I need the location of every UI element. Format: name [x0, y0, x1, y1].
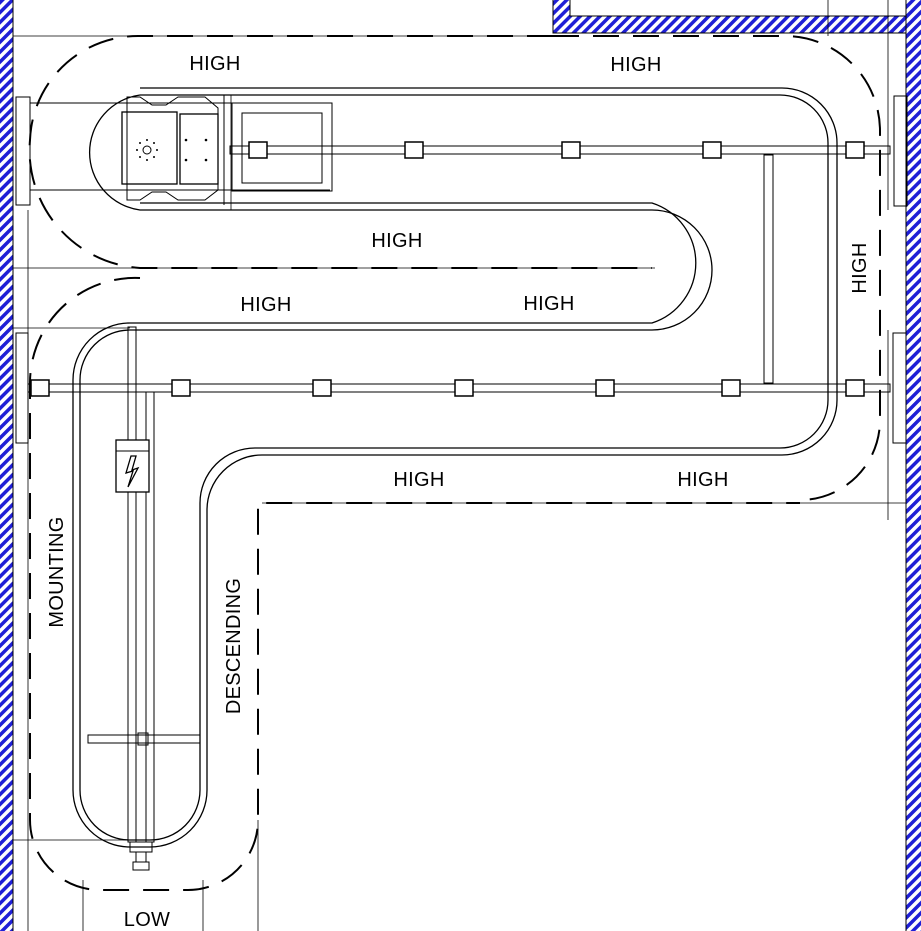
label-descending: DESCENDING	[223, 578, 245, 714]
label-high-upper-middle: HIGH	[371, 230, 422, 252]
right-wall	[906, 0, 921, 931]
middle-beam	[15, 154, 907, 444]
label-high-top-right: HIGH	[610, 54, 661, 76]
left-wall	[0, 0, 13, 931]
label-high-lower-right: HIGH	[677, 469, 728, 491]
label-mounting: MOUNTING	[46, 516, 68, 627]
label-high-mid-left: HIGH	[240, 294, 291, 316]
label-high-right-vertical: HIGH	[849, 242, 871, 293]
hanger-bracket-upper	[248, 141, 865, 159]
label-high-top-left: HIGH	[189, 53, 240, 75]
lift-column	[87, 326, 201, 871]
hanger-bracket-middle	[30, 379, 865, 397]
clearance-envelope	[28, 34, 881, 891]
label-high-lower-left: HIGH	[393, 469, 444, 491]
label-high-mid-right: HIGH	[523, 293, 574, 315]
conveyor-track	[72, 87, 838, 848]
upper-beam	[15, 95, 908, 207]
lightning-bolt-icon	[115, 439, 150, 493]
label-low: LOW	[124, 909, 170, 931]
drive-unit-icon	[121, 95, 333, 205]
